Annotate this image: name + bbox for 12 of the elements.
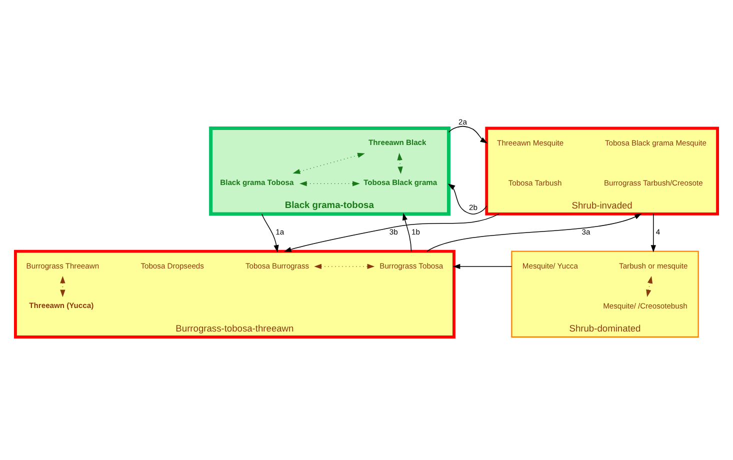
arrow	[402, 212, 412, 252]
arrow	[448, 184, 487, 215]
arrow	[314, 264, 375, 270]
arrow	[646, 276, 653, 298]
arrow	[292, 152, 365, 174]
arrow	[261, 214, 279, 252]
arrow	[426, 213, 642, 252]
arrow	[299, 181, 360, 186]
arrow	[650, 214, 656, 252]
arrow	[284, 214, 500, 252]
arrow	[448, 126, 488, 144]
arrow	[452, 264, 512, 270]
